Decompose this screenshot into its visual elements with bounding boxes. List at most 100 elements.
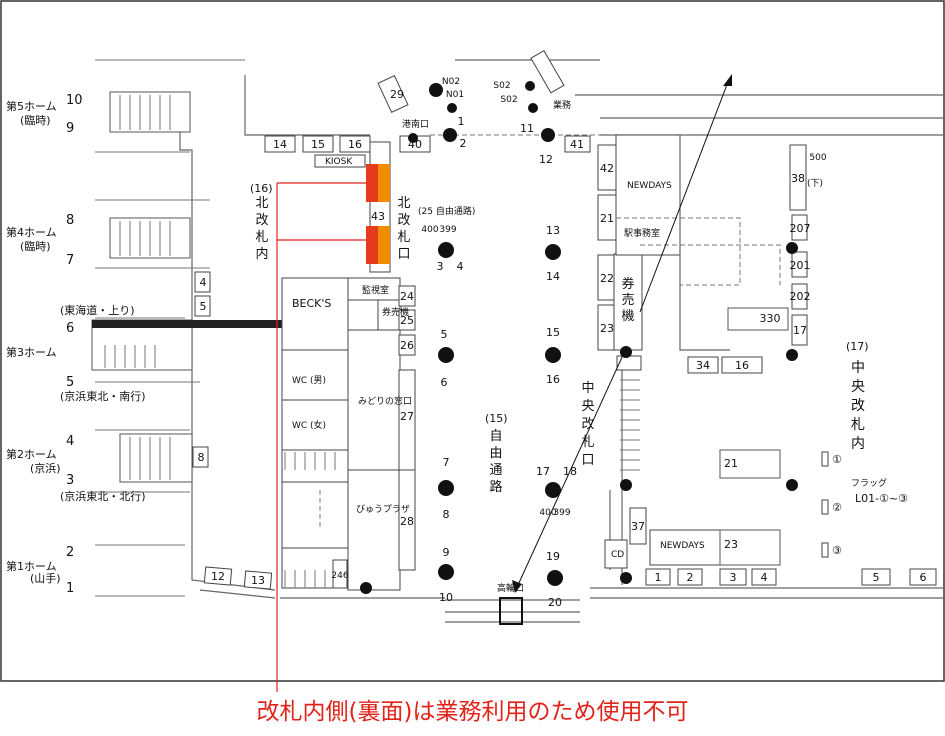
svg-text:17: 17 — [536, 465, 550, 478]
pillars — [360, 81, 798, 594]
central-gate-c3: 改 — [581, 417, 594, 432]
platform-lines — [95, 59, 276, 599]
svg-text:38: 38 — [791, 172, 805, 185]
midori-label: みどりの窓口 — [358, 395, 412, 407]
cd-label: CD — [611, 550, 624, 560]
svg-text:16: 16 — [735, 359, 749, 372]
svg-text:5: 5 — [200, 300, 207, 313]
svg-text:4: 4 — [457, 260, 464, 273]
gyomu-label: 業務 — [553, 99, 571, 111]
svg-text:42: 42 — [600, 162, 614, 175]
svg-text:S02: S02 — [493, 81, 510, 91]
wc-female-label: WC (女) — [292, 419, 326, 431]
svg-text:2: 2 — [460, 137, 467, 150]
platform-3-note-2: (京浜東北・南行) — [60, 389, 146, 403]
free-passage-25-label: (25 自由通路) — [418, 205, 475, 217]
svg-text:27: 27 — [400, 410, 414, 423]
svg-text:8: 8 — [198, 451, 205, 464]
svg-text:19: 19 — [546, 550, 560, 563]
svg-text:17: 17 — [793, 324, 807, 337]
track-3: 3 — [66, 473, 74, 488]
track-5: 5 — [66, 375, 74, 390]
svg-text:21: 21 — [724, 457, 738, 470]
kiosk-label: KIOSK — [325, 157, 353, 167]
north-inner-c3: 札 — [255, 230, 268, 245]
central-inner-c5: 内 — [851, 436, 865, 452]
free-passage-c4: 路 — [489, 479, 502, 495]
central-inner-c2: 央 — [851, 379, 865, 395]
track-4: 4 — [66, 434, 74, 449]
north-inner-number: (16) — [250, 182, 273, 195]
svg-text:9: 9 — [443, 546, 450, 559]
svg-text:12: 12 — [211, 570, 225, 583]
central-gate-c2: 央 — [581, 399, 594, 414]
svg-text:399: 399 — [553, 508, 570, 518]
svg-text:40: 40 — [408, 138, 422, 151]
svg-text:4: 4 — [761, 571, 768, 584]
svg-text:399: 399 — [439, 225, 456, 235]
svg-text:8: 8 — [443, 508, 450, 521]
track-1: 1 — [66, 581, 74, 596]
free-passage-c3: 通 — [489, 463, 502, 478]
central-gate-c5: 口 — [581, 453, 594, 468]
becks-label: BECK'S — [292, 297, 331, 310]
gate-red-1 — [366, 164, 378, 202]
svg-text:16: 16 — [546, 373, 560, 386]
track-2: 2 — [66, 545, 74, 560]
svg-text:3: 3 — [730, 571, 737, 584]
svg-text:13: 13 — [251, 574, 265, 587]
north-inner-c4: 内 — [255, 246, 268, 262]
svg-text:15: 15 — [311, 138, 325, 151]
free-passage-c2: 由 — [489, 446, 502, 461]
platform-2-note-1: (京浜) — [30, 461, 61, 475]
central-inner-c1: 中 — [851, 360, 865, 376]
platform-2-label: 第2ホーム — [6, 447, 57, 461]
usage-note: 改札内側(裏面)は業務利用のため使用不可 — [256, 699, 689, 725]
kenbaiki-c3: 機 — [621, 309, 634, 324]
kenbaiki-c2: 売 — [621, 292, 634, 308]
svg-text:41: 41 — [570, 138, 584, 151]
svg-text:1: 1 — [458, 115, 465, 128]
flag-2: ② — [832, 501, 842, 514]
north-gate-c1: 北 — [397, 196, 410, 211]
platform-labels: 第5ホーム 10 9 (臨時) 第4ホーム 8 7 (臨時) 第3ホーム 6 5… — [6, 93, 146, 596]
north-gate-c2: 改 — [397, 213, 410, 228]
svg-text:12: 12 — [539, 153, 553, 166]
platform-4-label: 第4ホーム — [6, 225, 57, 239]
svg-text:29: 29 — [390, 88, 404, 101]
platform-1-note: (山手) — [30, 571, 61, 585]
svg-text:22: 22 — [600, 272, 614, 285]
svg-text:34: 34 — [696, 359, 710, 372]
north-inner-c2: 改 — [255, 213, 268, 228]
top-walls — [244, 59, 945, 136]
svg-text:24: 24 — [400, 290, 414, 303]
svg-text:5: 5 — [441, 328, 448, 341]
ticket-area — [597, 134, 937, 586]
newdays-label-1: NEWDAYS — [627, 181, 672, 191]
shop-blocks — [281, 277, 416, 591]
svg-text:N02: N02 — [442, 77, 460, 87]
takanawa-label: 高輪口 — [497, 582, 524, 594]
svg-text:43: 43 — [371, 210, 385, 223]
flag-3: ③ — [832, 544, 842, 557]
svg-text:26: 26 — [400, 339, 414, 352]
gate-orange-1 — [378, 164, 390, 202]
minato-label: 港南口 — [402, 118, 429, 130]
central-gate-c4: 札 — [581, 435, 594, 450]
flag-range: L01-①~③ — [855, 492, 908, 505]
wc-male-label: WC (男) — [292, 375, 326, 386]
track-9: 9 — [66, 121, 74, 136]
track-7: 7 — [66, 253, 74, 268]
central-inner-c3: 改 — [851, 398, 865, 414]
platform-5-note: (臨時) — [20, 114, 51, 127]
free-passage-c1: 自 — [489, 429, 502, 444]
platform-4-note: (臨時) — [20, 240, 51, 253]
svg-text:400: 400 — [421, 225, 438, 235]
direction-arrows — [512, 74, 732, 593]
svg-text:23: 23 — [724, 538, 738, 551]
board-labels: 14 15 16 40 41 4 5 8 12 13 43 24 25 26 2… — [198, 88, 927, 587]
svg-text:400: 400 — [539, 508, 556, 518]
platform-2-note-2: (京浜東北・北行) — [60, 489, 146, 503]
svg-text:246: 246 — [331, 571, 348, 581]
